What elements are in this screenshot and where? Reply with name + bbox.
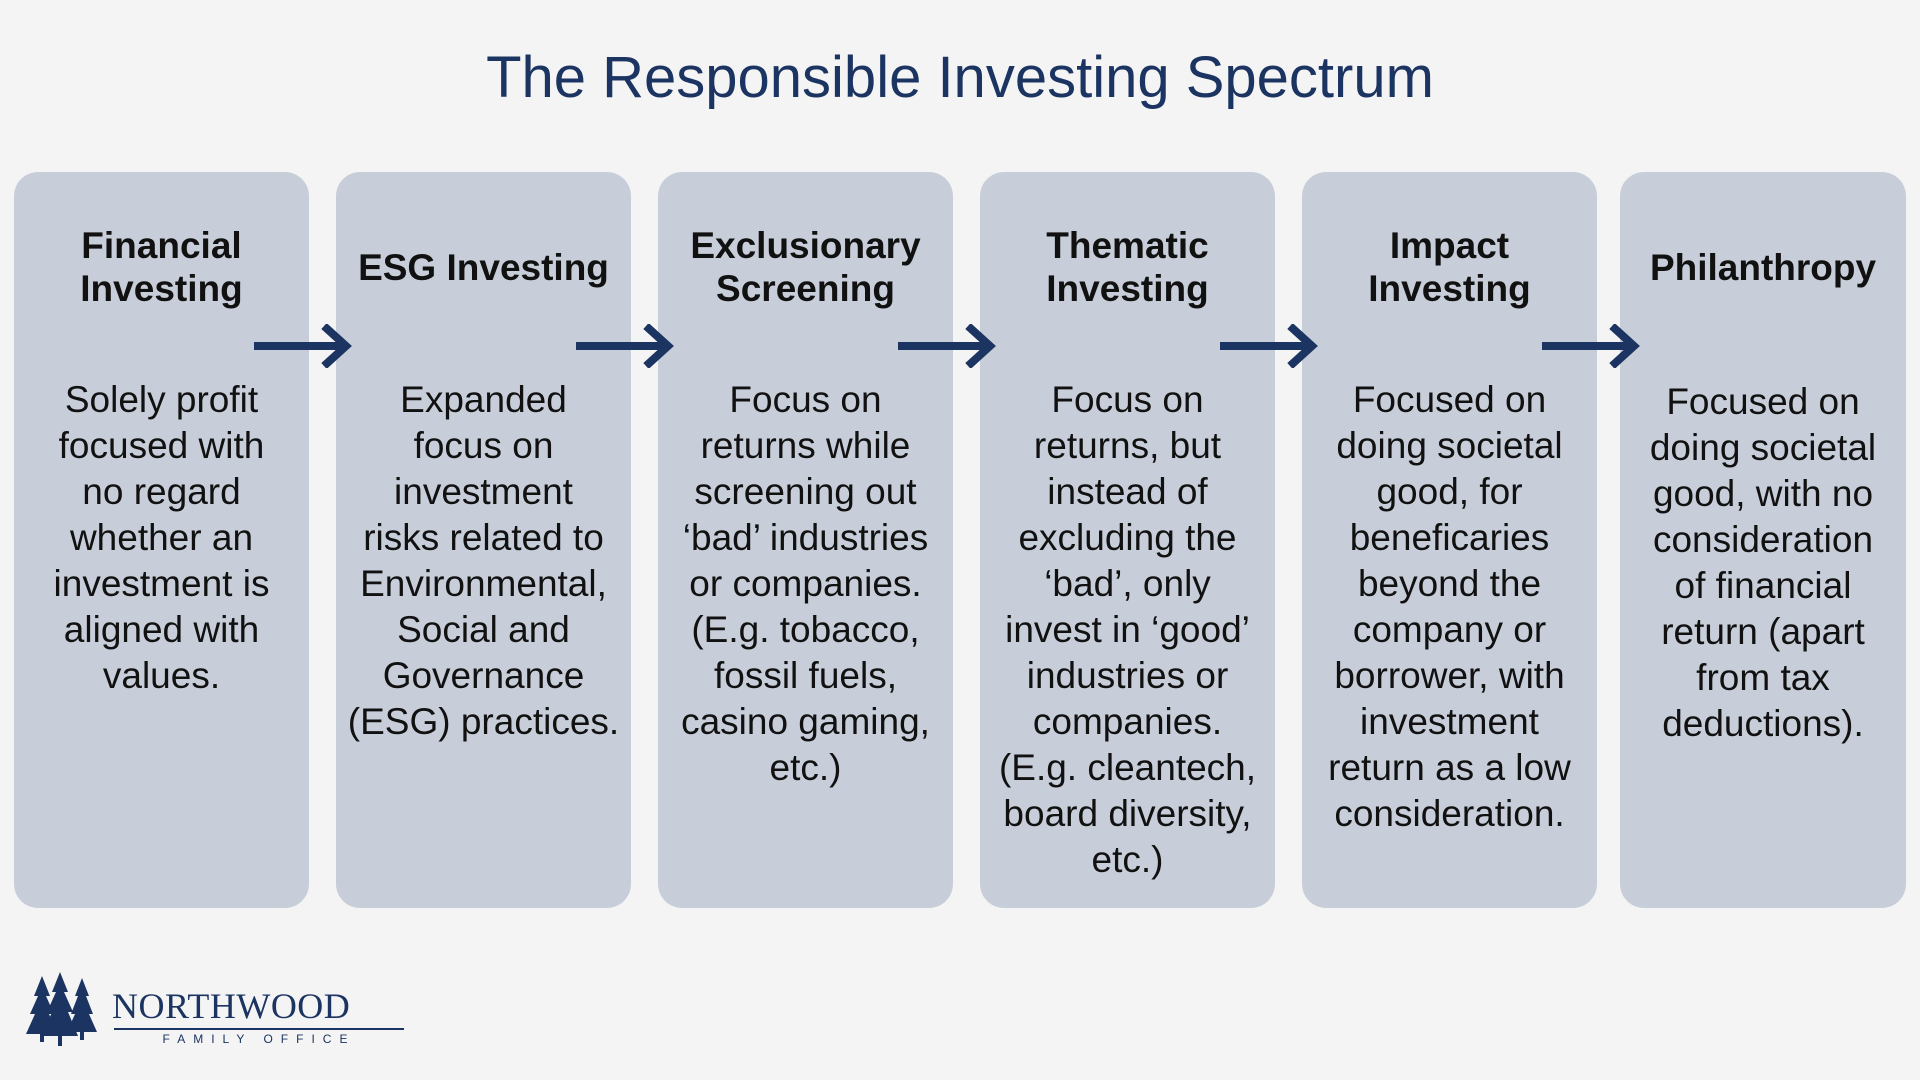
card-title: Philanthropy (1649, 246, 1877, 288)
card-title: Thematic Investing (1046, 225, 1209, 309)
card-description: Focused on doing societal good, for bene… (1328, 379, 1571, 834)
card-exclusionary-screening: Exclusionary Screening Focus on returns … (658, 172, 953, 908)
card-description: Solely profit focused with no regard whe… (53, 379, 270, 696)
card-title: Exclusionary Screening (690, 225, 921, 309)
card-title: Impact Investing (1368, 225, 1531, 309)
card-title: ESG Investing (358, 246, 609, 288)
card-description: Focus on returns, but instead of excludi… (998, 379, 1257, 880)
card-impact-investing: Impact Investing Focused on doing societ… (1302, 172, 1597, 908)
card-financial-investing: Financial Investing Solely profit focuse… (14, 172, 309, 908)
right-arrow-icon (1220, 324, 1318, 368)
card-esg-investing: ESG Investing Expanded focus on investme… (336, 172, 631, 908)
logo-subtitle: FAMILY OFFICE (162, 1032, 356, 1046)
right-arrow-icon (254, 324, 352, 368)
logo-divider (114, 1028, 404, 1030)
card-title: Financial Investing (80, 225, 243, 309)
pine-trees-icon (26, 972, 97, 1046)
card-description: Focused on doing societal good, with no … (1649, 381, 1877, 744)
spectrum-cards: Financial Investing Solely profit focuse… (14, 172, 1906, 908)
card-description: Expanded focus on investment risks relat… (347, 379, 620, 742)
card-description: Focus on returns while screening out ‘ba… (681, 379, 930, 788)
northwood-logo: NORTHWOOD FAMILY OFFICE (20, 970, 404, 1050)
right-arrow-icon (1542, 324, 1640, 368)
logo-name: NORTHWOOD (112, 986, 351, 1026)
right-arrow-icon (898, 324, 996, 368)
right-arrow-icon (576, 324, 674, 368)
page-title: The Responsible Investing Spectrum (486, 45, 1434, 110)
card-philanthropy: Philanthropy Focused on doing societal g… (1620, 172, 1906, 908)
card-thematic-investing: Thematic Investing Focus on returns, but… (980, 172, 1275, 908)
